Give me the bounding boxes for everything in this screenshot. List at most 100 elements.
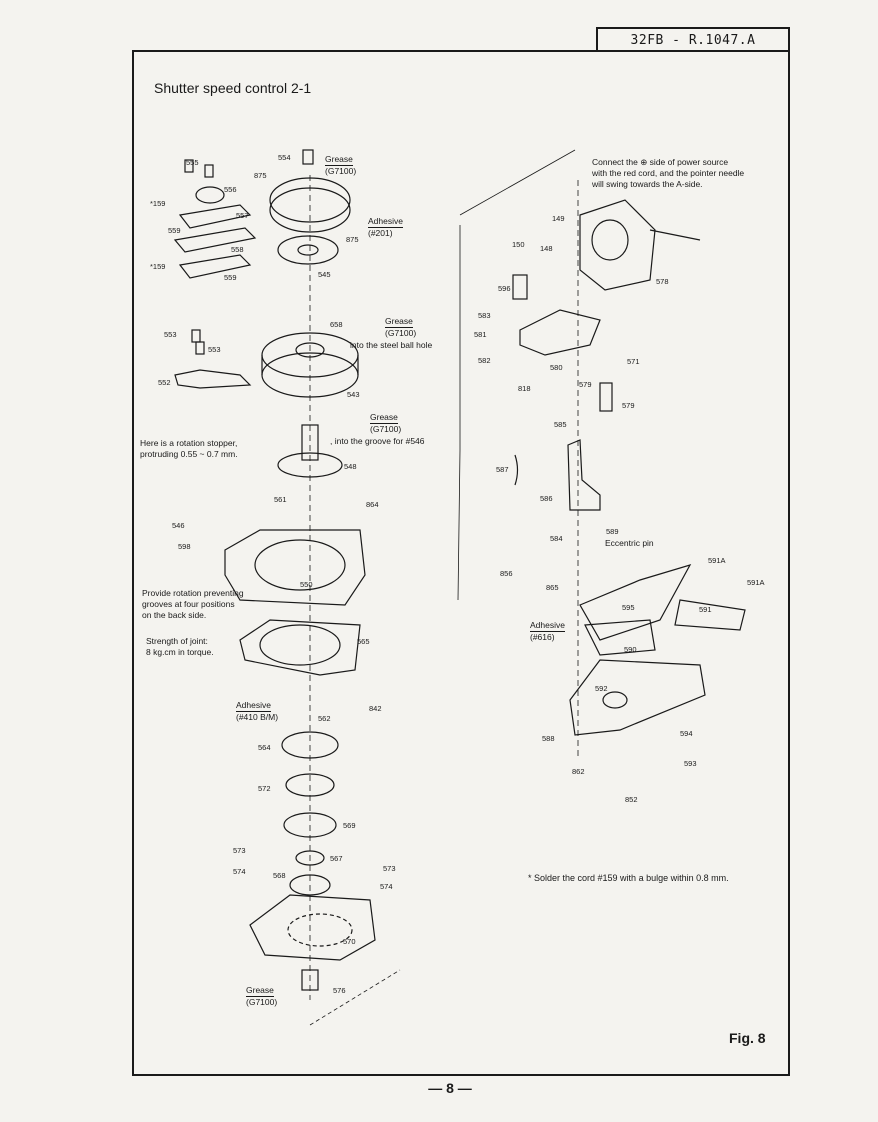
- note-adhesive-616: Adhesive(#616): [530, 620, 565, 642]
- part-number-label: 582: [478, 356, 491, 365]
- figure-frame: [132, 50, 790, 1076]
- page-number: — 8 —: [428, 1080, 472, 1096]
- disc-569: [283, 812, 337, 838]
- part-number-label: 818: [518, 384, 531, 393]
- page-title: Shutter speed control 2-1: [154, 80, 312, 96]
- note-eccentric-pin: Eccentric pin: [605, 538, 654, 548]
- part-number-label: 875: [346, 235, 359, 244]
- plate-570: [249, 894, 376, 961]
- note-grease-top: Grease(G7100): [325, 154, 357, 176]
- part-number-label: 864: [366, 500, 379, 509]
- plate-595: [579, 564, 692, 641]
- part-number-label: 553: [164, 330, 177, 339]
- top-disc: [269, 149, 351, 265]
- part-number-label: 598: [178, 542, 191, 551]
- figure-label: Fig. 8: [729, 1030, 766, 1046]
- part-number-label: 865: [546, 583, 559, 592]
- part-number-label: 561: [274, 495, 287, 504]
- part-number-label: 875: [254, 171, 267, 180]
- part-number-label: 562: [318, 714, 331, 723]
- part-number-label: 586: [540, 494, 553, 503]
- lever-552: [174, 369, 252, 389]
- part-number-label: 554: [278, 153, 291, 162]
- part-number-label: 548: [344, 462, 357, 471]
- part-number-label: 545: [318, 270, 331, 279]
- part-number-label: 578: [656, 277, 669, 286]
- part-number-label: *159: [150, 199, 166, 208]
- part-number-label: 149: [552, 214, 565, 223]
- part-number-label: 579: [579, 380, 592, 389]
- note-solder: * Solder the cord #159 with a bulge with…: [528, 873, 729, 883]
- part-number-label: 580: [550, 363, 563, 372]
- part-number-label: 574: [380, 882, 393, 891]
- part-number-label: 594: [680, 729, 693, 738]
- meter-unit: [579, 199, 701, 291]
- part-number-label: 150: [512, 240, 525, 249]
- part-number-label: 557: [236, 211, 249, 220]
- part-number-label: 555: [186, 158, 199, 167]
- part-number-label: 658: [330, 320, 343, 329]
- part-number-label: 543: [347, 390, 360, 399]
- part-number-label: 565: [357, 637, 370, 646]
- note-grease-bottom: Grease(G7100): [246, 985, 278, 1007]
- part-number-label: 574: [233, 867, 246, 876]
- lever-586: [567, 439, 601, 511]
- part-number-label: 550: [300, 580, 313, 589]
- spring-587: [514, 454, 519, 486]
- note-grease-groove: Grease(G7100): [370, 412, 402, 434]
- note-strength: Strength of joint:8 kg.cm in torque.: [146, 636, 214, 657]
- part-576: [301, 969, 319, 991]
- plate-550: [224, 529, 366, 606]
- note-adhesive-410: Adhesive(#410 B/M): [236, 700, 279, 722]
- part-number-label: 559: [168, 226, 181, 235]
- part-number-label: 595: [622, 603, 635, 612]
- part-number-label: 593: [684, 759, 697, 768]
- part-number-label: 567: [330, 854, 343, 863]
- part-number-label: 588: [542, 734, 555, 743]
- note-grease-mid: Grease(G7100): [385, 316, 417, 338]
- part-number-label: 576: [333, 986, 346, 995]
- document-reference: 32FB - R.1047.A: [596, 27, 790, 51]
- part-number-label: 569: [343, 821, 356, 830]
- part-number-label: 558: [231, 245, 244, 254]
- part-number-label: 591A: [708, 556, 726, 565]
- part-number-label: 556: [224, 185, 237, 194]
- part-number-label: 573: [383, 864, 396, 873]
- part-number-label: 592: [595, 684, 608, 693]
- part-number-label: *159: [150, 262, 166, 271]
- part-number-label: 570: [343, 937, 356, 946]
- part-number-label: 596: [498, 284, 511, 293]
- frame-581: [519, 309, 601, 356]
- note-groove-546: , into the groove for #546: [330, 436, 425, 446]
- note-rotation-stopper: Here is a rotation stopper,protruding 0.…: [140, 438, 238, 459]
- main-drum: [261, 332, 359, 398]
- part-number-label: 585: [554, 420, 567, 429]
- disc-564: [281, 731, 339, 759]
- part-number-label: 581: [474, 330, 487, 339]
- part-591: [674, 599, 746, 631]
- part-number-label: 587: [496, 465, 509, 474]
- part-number-label: 552: [158, 378, 171, 387]
- part-596: [512, 274, 528, 300]
- part-number-label: 590: [624, 645, 637, 654]
- plate-588: [569, 659, 706, 736]
- part-579: [599, 382, 613, 412]
- part-number-label: 568: [273, 871, 286, 880]
- part-number-label: 553: [208, 345, 221, 354]
- part-number-label: 584: [550, 534, 563, 543]
- lever-stack: [173, 159, 257, 279]
- part-number-label: 589: [606, 527, 619, 536]
- part-number-label: 862: [572, 767, 585, 776]
- part-number-label: 842: [369, 704, 382, 713]
- divider-line: [457, 225, 461, 601]
- disc-572: [285, 773, 335, 797]
- part-number-label: 559: [224, 273, 237, 282]
- part-number-label: 579: [622, 401, 635, 410]
- part-number-label: 148: [540, 244, 553, 253]
- gear-548: [277, 424, 343, 478]
- part-number-label: 573: [233, 846, 246, 855]
- part-number-label: 856: [500, 569, 513, 578]
